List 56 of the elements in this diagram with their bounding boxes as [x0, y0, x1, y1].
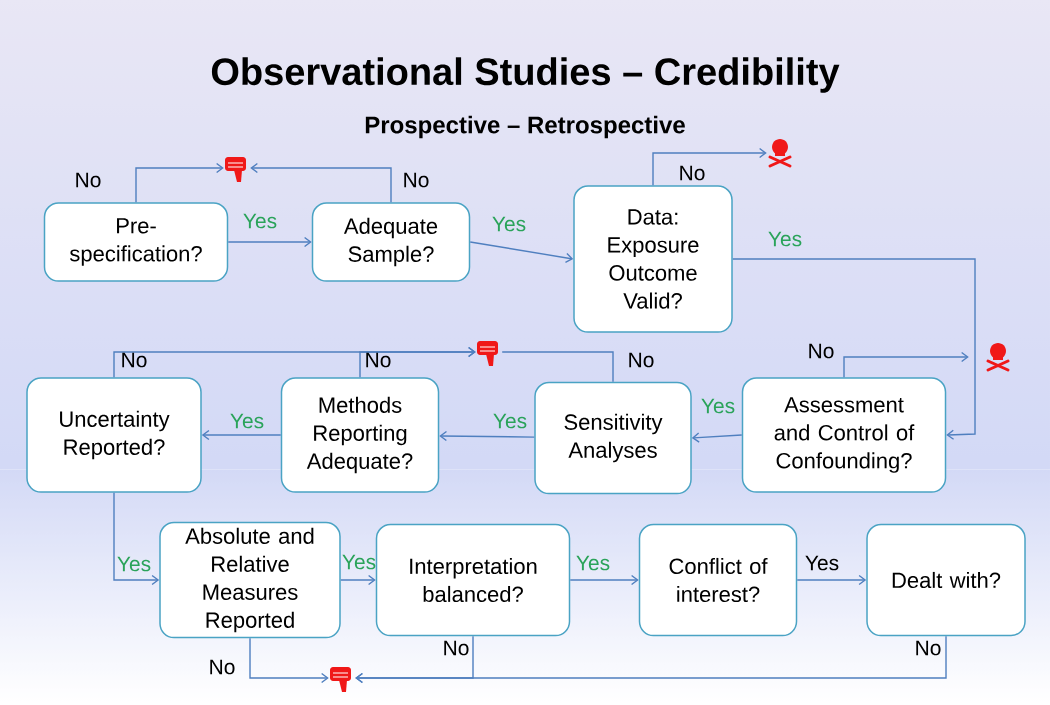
question-box: Sensitivity Analyses [534, 381, 692, 495]
subtitle: Prospective – Retrospective [365, 115, 685, 139]
thumbs-down-icon [330, 667, 351, 692]
edge-label: No [916, 640, 941, 656]
arrow [439, 430, 535, 442]
edge-label: Yes [768, 231, 802, 247]
edge-label: Yes [230, 413, 264, 429]
question-box: Absolute and Relative Measures Reported [159, 521, 341, 639]
question-box: Interpretation balanced? [375, 523, 571, 637]
edge-label: No [809, 343, 834, 359]
edge-label: No [680, 165, 705, 181]
edge-label: No [444, 640, 469, 656]
question-box: Adequate Sample? [311, 202, 471, 282]
edge-label: Yes [243, 213, 277, 229]
arrow [843, 351, 969, 378]
skull-icon [986, 343, 1010, 372]
edge-label: Yes [342, 554, 376, 570]
arrow [469, 241, 574, 263]
arrow [691, 432, 743, 443]
edge-label: No [629, 352, 654, 368]
thumbs-down-icon [225, 157, 246, 182]
arrow [340, 574, 376, 586]
title: Observational Studies – Credibility [211, 57, 840, 93]
arrow [359, 346, 476, 378]
question-box: Pre-specification? [43, 202, 229, 282]
arrow [355, 635, 947, 684]
edge-label: No [210, 659, 235, 675]
edge-label: Yes [492, 216, 526, 232]
question-box: Assessment and Control of Confounding? [741, 377, 947, 493]
edge-label: Yes [805, 555, 839, 571]
thumbs-down-icon [477, 341, 498, 366]
arrow [732, 258, 976, 440]
question-box: Methods Reporting Adequate? [280, 377, 440, 493]
arrow [201, 429, 282, 441]
arrow [652, 147, 767, 186]
edge-label: Yes [493, 413, 527, 429]
question-box: Dealt with? [866, 523, 1026, 637]
arrow [135, 162, 224, 203]
edge-label: Yes [117, 556, 151, 572]
arrow [113, 492, 160, 586]
edge-label: No [76, 172, 101, 188]
arrow [250, 162, 392, 203]
question-box: Data: Exposure Outcome Valid? [573, 185, 733, 333]
question-box: Conflict of interest? [638, 523, 798, 637]
edge-label: Yes [576, 555, 610, 571]
arrow [249, 637, 329, 684]
edge-label: No [122, 352, 147, 368]
edge-label: No [404, 172, 429, 188]
arrow [569, 574, 639, 586]
arrow [227, 236, 312, 248]
skull-icon [768, 139, 792, 168]
edge-label: Yes [701, 398, 735, 414]
arrow [796, 574, 867, 586]
connector-line [501, 351, 614, 383]
question-box: Uncertainty Reported? [26, 377, 202, 493]
edge-label: No [366, 352, 391, 368]
